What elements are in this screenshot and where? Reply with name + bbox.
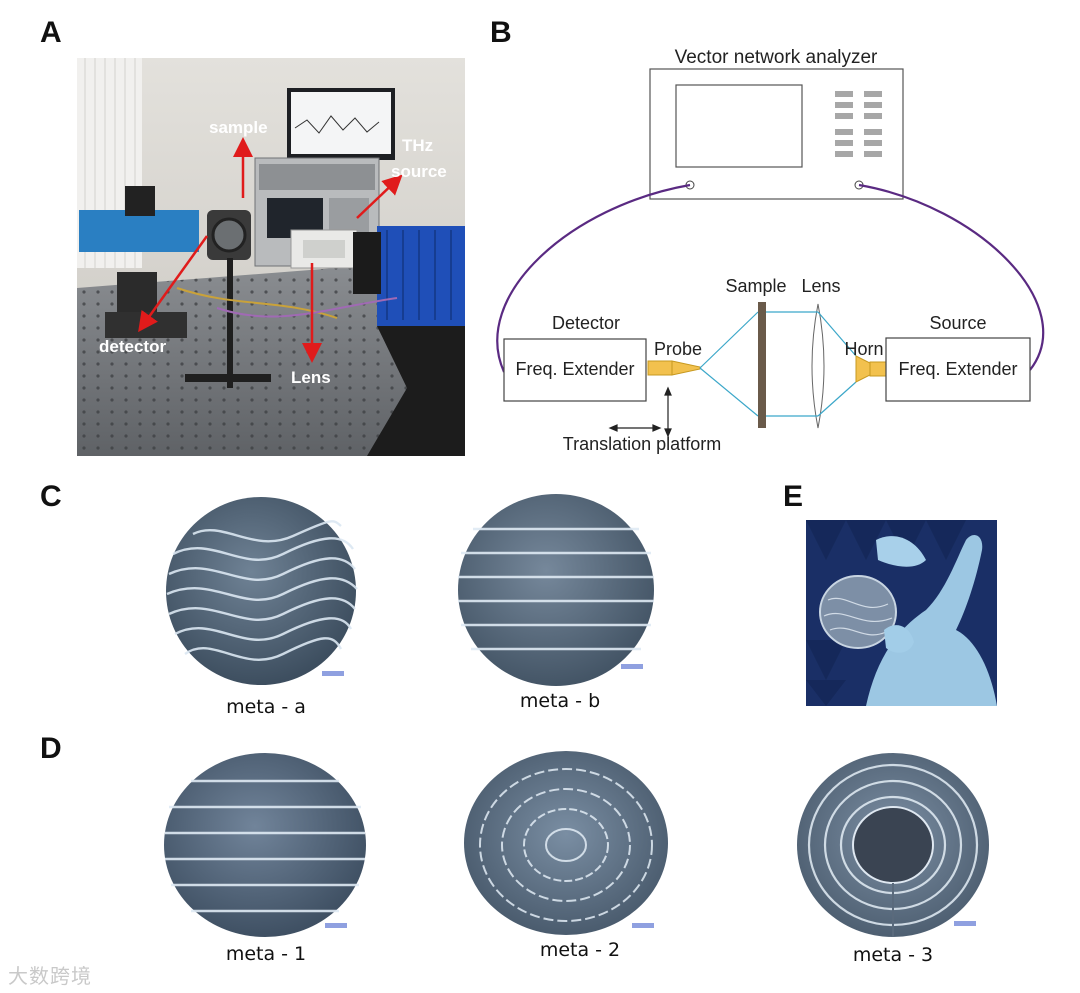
translation-arrows xyxy=(608,386,672,438)
source-box xyxy=(885,337,1031,402)
probe-tip xyxy=(671,360,701,376)
meta-1-photo xyxy=(164,753,366,937)
panel-letter-d: D xyxy=(40,732,62,765)
horn-flare xyxy=(855,355,871,383)
measurement-schematic: Vector network analyzer Detector Freq. E… xyxy=(496,47,1045,454)
detector-label: Detector xyxy=(552,313,620,333)
meta-a-photo xyxy=(166,497,358,685)
vna-buttons xyxy=(835,91,882,157)
cable-right xyxy=(858,183,1045,371)
lens-shape xyxy=(811,303,825,429)
lens-label: Lens xyxy=(801,276,840,296)
meta-3-photo xyxy=(797,753,989,937)
scalebar-meta-b xyxy=(621,664,643,669)
horn-label: Horn xyxy=(844,339,883,359)
source-label: Source xyxy=(929,313,986,333)
scalebar-meta-2 xyxy=(632,923,654,928)
scalebar-meta-3 xyxy=(954,921,976,926)
panel-letter-a: A xyxy=(40,16,62,49)
panel-letter-e: E xyxy=(783,480,804,513)
caption-meta-2: meta - 2 xyxy=(539,939,621,961)
vna-label: Vector network analyzer xyxy=(675,47,878,68)
watermark-text: 大数跨境 xyxy=(8,964,92,988)
label-sample: sample xyxy=(209,118,268,137)
caption-meta-a: meta - a xyxy=(226,696,306,718)
sample-slab xyxy=(758,302,766,428)
meta-2-photo xyxy=(464,751,668,935)
detector-box xyxy=(503,338,647,402)
sample-label: Sample xyxy=(725,276,786,296)
label-thz-source-line1: THz xyxy=(402,136,434,155)
vna-screen xyxy=(675,84,803,168)
meta-b-photo xyxy=(458,494,654,686)
probe-label: Probe xyxy=(654,339,702,359)
detector-box-label: Freq. Extender xyxy=(515,359,634,379)
label-detector: detector xyxy=(99,337,167,356)
translation-label: Translation platform xyxy=(563,434,721,454)
caption-meta-b: meta - b xyxy=(519,690,601,712)
caption-meta-1: meta - 1 xyxy=(225,943,307,965)
scalebar-meta-1 xyxy=(325,923,347,928)
panel-letter-c: C xyxy=(40,480,62,513)
label-lens: Lens xyxy=(291,368,331,387)
cable-left xyxy=(496,183,691,373)
caption-meta-3: meta - 3 xyxy=(852,944,934,966)
source-box-label: Freq. Extender xyxy=(898,359,1017,379)
lab-setup-photo: sample THz source detector Lens xyxy=(77,58,465,456)
scalebar-meta-a xyxy=(322,671,344,676)
panel-letter-b: B xyxy=(490,16,512,49)
horn-body xyxy=(869,361,887,377)
probe-body xyxy=(647,360,673,376)
handheld-sample-photo xyxy=(806,520,997,706)
label-thz-source-line2: source xyxy=(391,162,447,181)
